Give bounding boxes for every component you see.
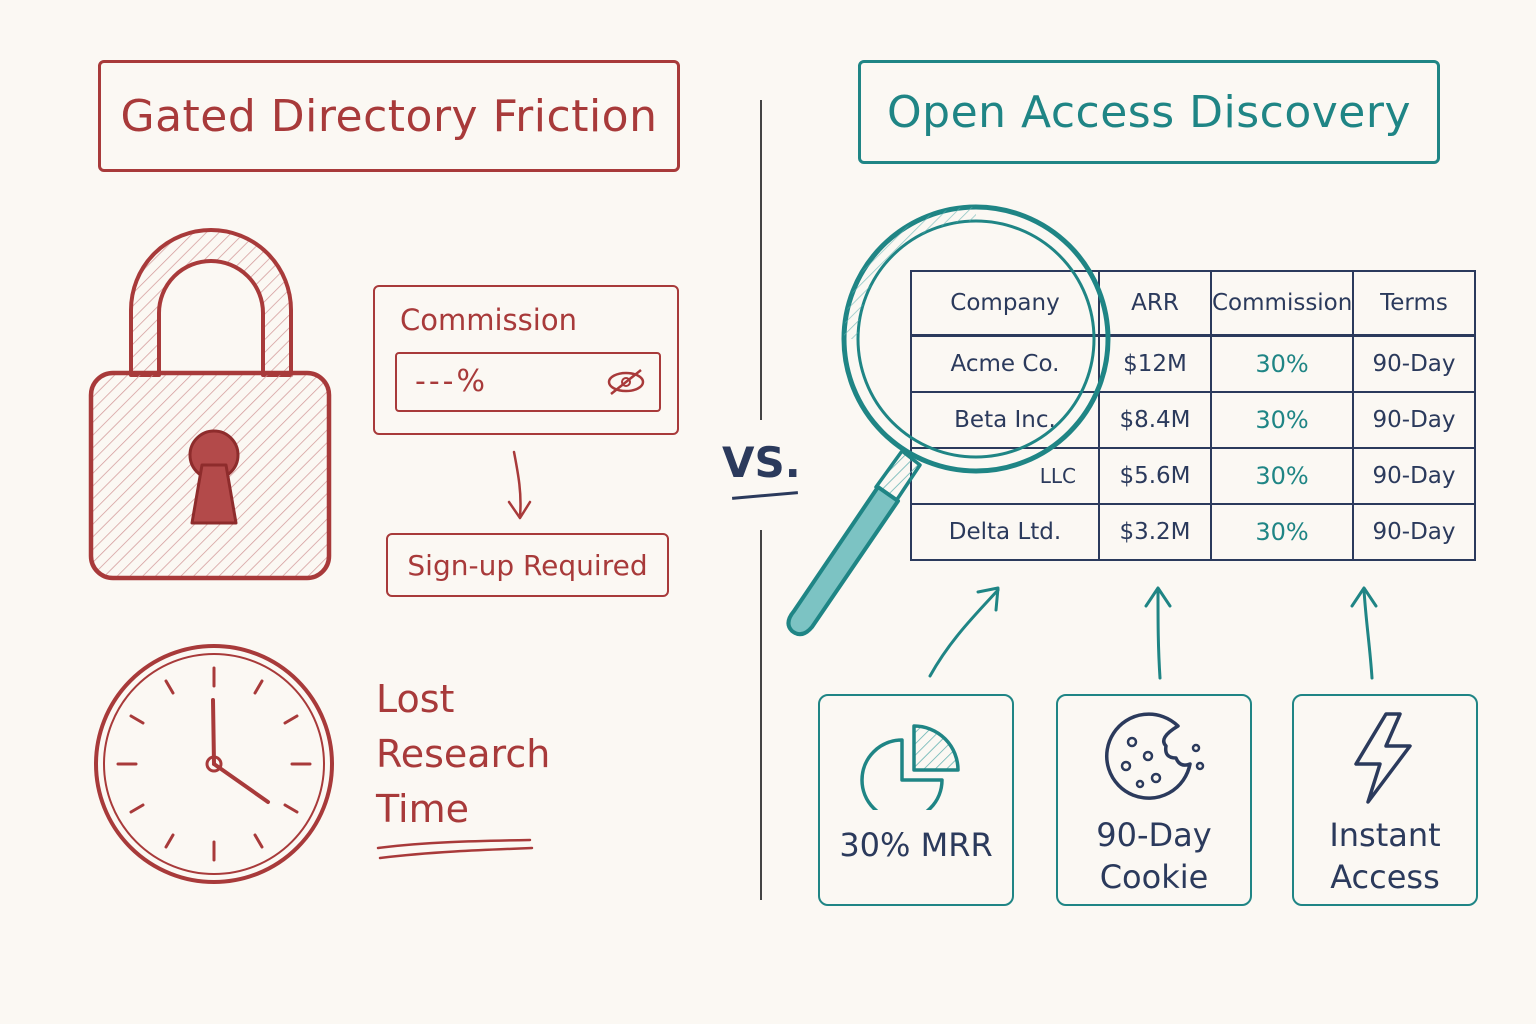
cell-arr: $8.4M	[1099, 392, 1212, 449]
cell-company: Acme Co.	[911, 335, 1100, 393]
table-row: LLC $5.6M 30% 90-Day	[911, 448, 1476, 505]
cell-arr: $3.2M	[1099, 504, 1212, 561]
magnifying-glass-icon	[786, 204, 1111, 637]
vs-label: VS.	[722, 438, 801, 487]
up-arrow-icon	[1144, 586, 1172, 680]
divider-line-bottom	[760, 530, 762, 900]
clock-icon	[94, 644, 334, 884]
cell-company: Beta Inc.	[911, 392, 1100, 449]
table-header-row: Company ARR Commission Terms	[911, 271, 1476, 337]
lost-research-time-text: Lost Research Time	[376, 672, 550, 837]
cell-commission: 30%	[1211, 335, 1354, 393]
feature-label-cookie: Cookie	[1099, 858, 1209, 896]
feature-label-cookie-days: 90-Day	[1096, 816, 1212, 854]
header-commission: Commission	[1211, 271, 1354, 337]
table-row: Delta Ltd. $3.2M 30% 90-Day	[911, 504, 1476, 561]
signup-label: Sign-up Required	[407, 548, 648, 582]
cell-arr: $5.6M	[1099, 448, 1212, 505]
cell-terms: 90-Day	[1353, 335, 1476, 393]
cell-terms: 90-Day	[1353, 448, 1476, 505]
cell-company: Delta Ltd.	[911, 504, 1100, 561]
lost-line: Lost	[376, 677, 455, 721]
up-arrow-icon	[928, 586, 1000, 678]
cell-arr: $12M	[1099, 335, 1212, 393]
signup-required-button[interactable]: Sign-up Required	[386, 533, 669, 597]
cell-commission: 30%	[1211, 504, 1354, 561]
commission-label: Commission	[400, 303, 577, 337]
table-row: Beta Inc. $8.4M 30% 90-Day	[911, 392, 1476, 449]
eye-slash-icon[interactable]	[604, 366, 648, 398]
cell-company: LLC	[911, 448, 1100, 505]
commission-field[interactable]	[395, 352, 661, 412]
feature-card-mrr: 30% MRR	[818, 694, 1014, 906]
cell-terms: 90-Day	[1353, 504, 1476, 561]
left-title: Gated Directory Friction	[120, 90, 658, 142]
left-title-box: Gated Directory Friction	[98, 60, 680, 172]
header-terms: Terms	[1353, 271, 1476, 337]
header-arr: ARR	[1099, 271, 1212, 337]
cell-commission: 30%	[1211, 448, 1354, 505]
up-arrow-icon	[1350, 586, 1378, 680]
commission-hidden-value: ---%	[415, 364, 488, 399]
right-title-box: Open Access Discovery	[858, 60, 1440, 164]
padlock-icon	[88, 228, 332, 581]
right-title: Open Access Discovery	[887, 86, 1411, 138]
commission-card	[373, 285, 679, 435]
cell-commission: 30%	[1211, 392, 1354, 449]
pie-chart-icon	[860, 724, 960, 810]
cookie-icon	[1105, 712, 1205, 800]
feature-card-instant: Instant Access	[1292, 694, 1478, 906]
feature-label-instant: Instant	[1329, 816, 1441, 854]
down-arrow-icon	[507, 450, 532, 520]
time-line: Time	[376, 787, 469, 831]
research-line: Research	[376, 732, 551, 776]
scribble-underline	[376, 838, 534, 860]
divider-line-top	[760, 100, 762, 420]
lightning-icon	[1354, 712, 1412, 804]
header-company: Company	[911, 271, 1100, 337]
table-row: Acme Co. $12M 30% 90-Day	[911, 335, 1476, 393]
company-table: Company ARR Commission Terms Acme Co. $1…	[910, 270, 1476, 561]
cell-terms: 90-Day	[1353, 392, 1476, 449]
feature-label-access: Access	[1330, 858, 1440, 896]
feature-card-cookie: 90-Day Cookie	[1056, 694, 1252, 906]
feature-label-mrr: 30% MRR	[839, 826, 993, 864]
